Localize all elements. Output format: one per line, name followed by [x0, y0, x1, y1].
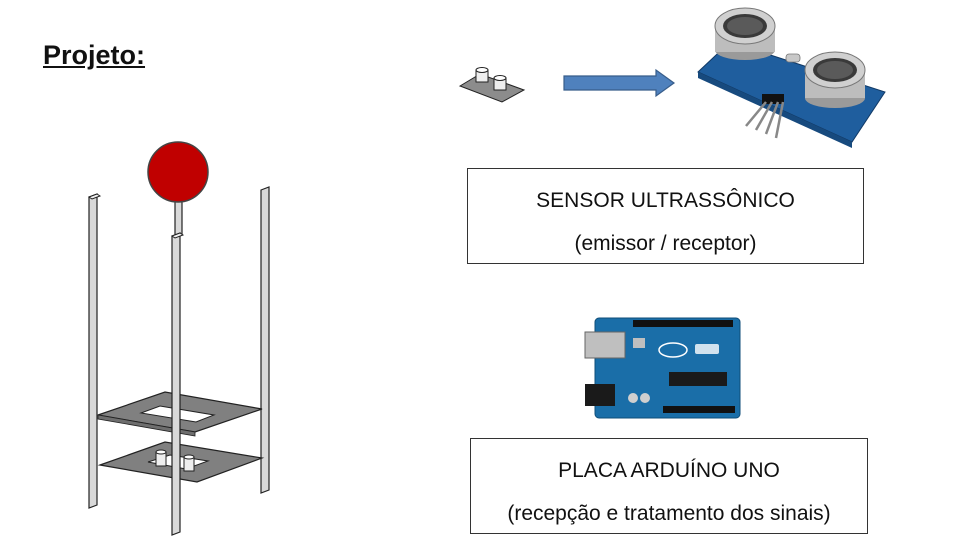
pole-back-left: [87, 193, 102, 509]
arduino-label-box: PLACA ARDUÍNO UNO (recepção e tratamento…: [470, 438, 868, 534]
sensor-label-title: SENSOR ULTRASSÔNICO: [536, 189, 795, 212]
slide-title: Projeto:: [43, 40, 146, 70]
lower-plate: [97, 441, 265, 483]
sensor-label-box: SENSOR ULTRASSÔNICO (emissor / receptor): [467, 168, 864, 264]
arduino-board-image: [584, 317, 741, 419]
right-arrow-icon: [563, 68, 676, 98]
arduino-label-subtitle: (recepção e tratamento dos sinais): [507, 502, 831, 525]
ultrasonic-sensor-image: [697, 7, 886, 148]
pole-front: [170, 232, 185, 536]
pole-right: [260, 186, 270, 494]
sensor-label-subtitle: (emissor / receptor): [574, 232, 757, 255]
arduino-label-title: PLACA ARDUÍNO UNO: [558, 459, 780, 482]
sensor-icon: [458, 67, 526, 103]
levitating-ball: [147, 141, 209, 203]
